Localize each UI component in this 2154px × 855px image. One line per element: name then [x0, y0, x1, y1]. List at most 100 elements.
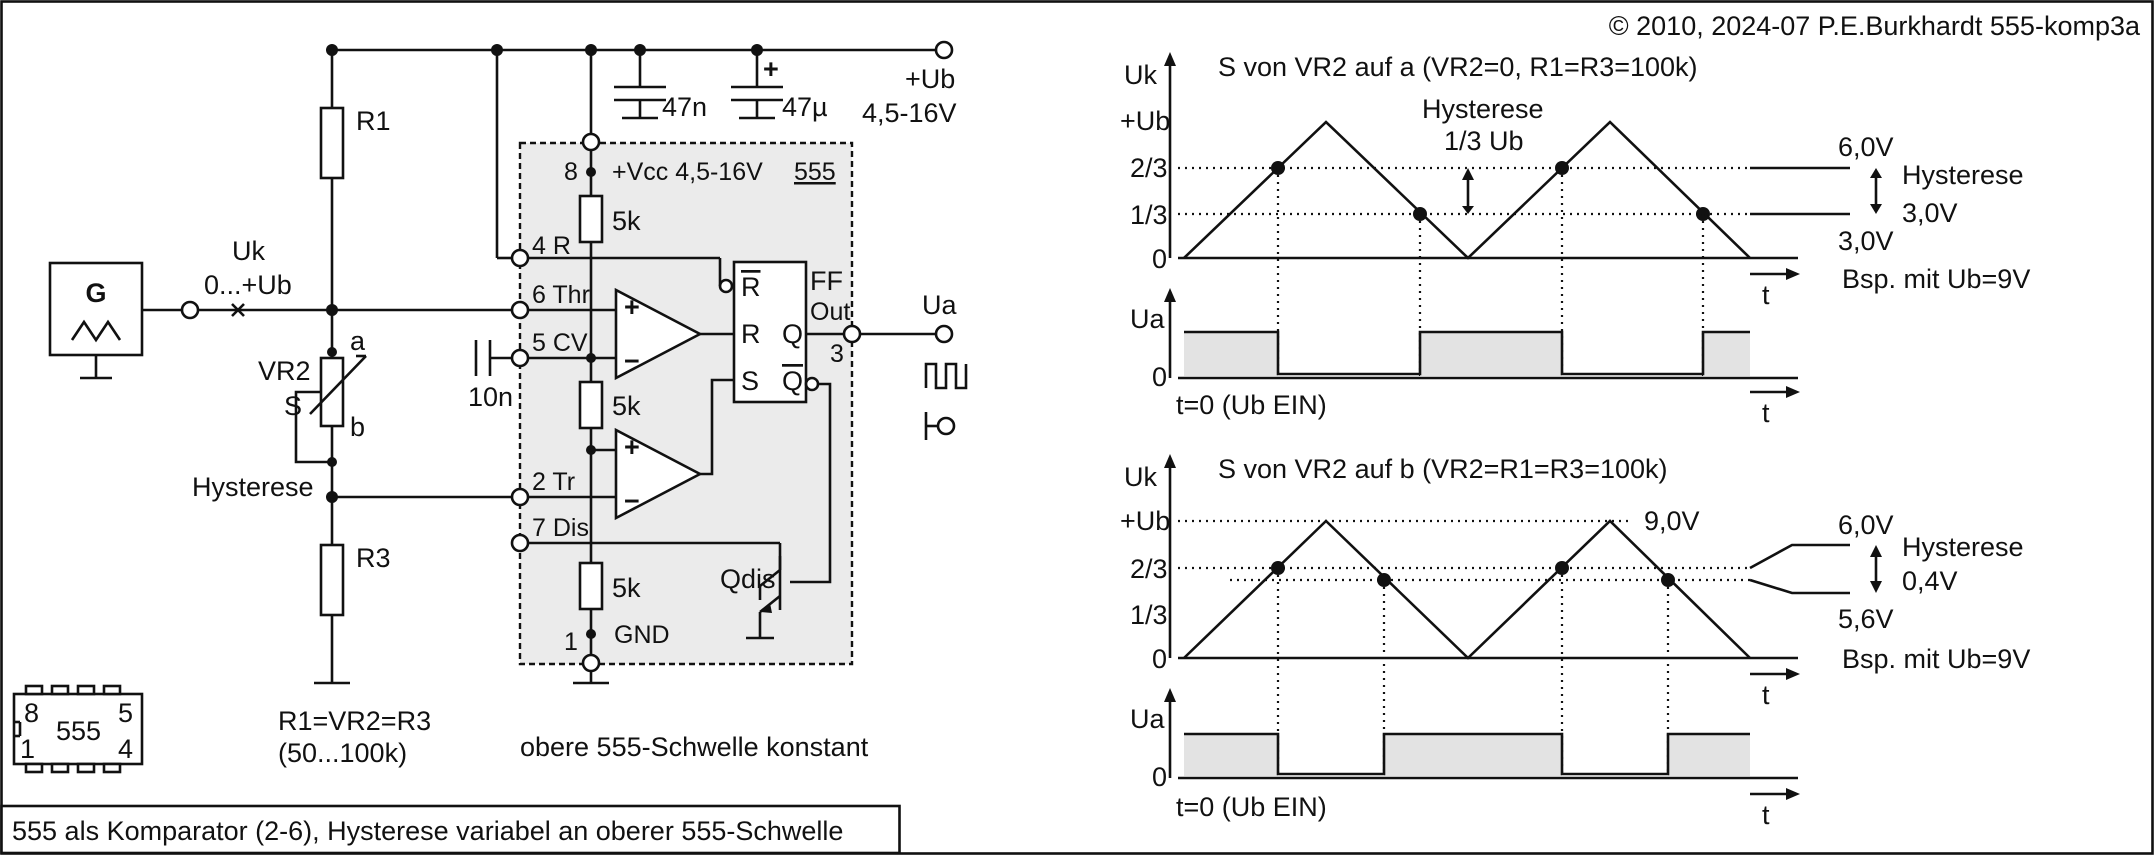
bottom-triangle-signal [1183, 519, 1751, 660]
qdis-label: Qdis [720, 564, 776, 594]
top-tick-2-3: 2/3 [1130, 153, 1168, 183]
pin1-label: 1 [564, 628, 578, 656]
vr2-pos-b: b [350, 412, 365, 442]
top-tick-1-3: 1/3 [1130, 200, 1168, 230]
copyright: © 2010, 2024-07 P.E.Burkhardt 555-komp3a [1609, 11, 2141, 41]
comp2-plus: + [624, 432, 640, 462]
uk-range: 0...+Ub [204, 270, 292, 300]
bottom-level-high: 6,0V [1838, 510, 1894, 540]
comparator-lower [614, 427, 703, 521]
top-level-low-2: 3,0V [1838, 226, 1894, 256]
threshold-note: obere 555-Schwelle konstant [520, 732, 869, 762]
c47u-plus: + [763, 54, 779, 84]
cut-mark-icon [231, 303, 245, 317]
top-right-hyst: Hysterese [1902, 160, 2024, 190]
top-t-label: t [1762, 280, 1770, 310]
bottom-tick-2-3: 2/3 [1130, 554, 1168, 584]
comp1-minus: − [624, 346, 640, 376]
ff-qbar-label: Q [782, 366, 803, 396]
wiper-wire [294, 390, 332, 464]
r5k-top-label: 5k [612, 206, 641, 236]
ff-label: FF [810, 266, 843, 296]
resistor-note-1: R1=VR2=R3 [278, 706, 431, 736]
top-output-signal [1184, 330, 1750, 376]
timing-plot-bottom: S von VR2 auf b (VR2=R1=R3=100k) Uk +Ub … [1120, 454, 2030, 830]
out-label: Out [810, 298, 850, 326]
ua-label: Ua [922, 290, 957, 320]
ic-name-label: 555 [794, 158, 836, 186]
bottom-right-hyst-value: 0,4V [1902, 566, 1958, 596]
top-ua-label: Ua [1130, 304, 1165, 334]
resistor-note-2: (50...100k) [278, 738, 407, 768]
top-example: Bsp. mit Ub=9V [1842, 264, 2030, 294]
c10n-label: 10n [468, 382, 513, 412]
top-tick-0: 0 [1152, 244, 1167, 274]
comp1-plus: + [624, 292, 640, 322]
flip-flop [732, 260, 808, 404]
top-y-axis-label: Uk [1124, 60, 1157, 90]
r5k-bot-label: 5k [612, 573, 641, 603]
top-hyst-label: Hysterese [1422, 94, 1544, 124]
pushbutton-icon [936, 416, 956, 436]
top-title: S von VR2 auf a (VR2=0, R1=R3=100k) [1218, 52, 1698, 82]
bottom-level-low: 5,6V [1838, 604, 1894, 634]
pin6-label: 6 Thr [532, 281, 590, 309]
pin8-label: 8 [564, 158, 578, 186]
bottom-output-signal [1184, 732, 1750, 776]
r3-label: R3 [356, 543, 391, 573]
pin5-label: 5 CV [532, 329, 588, 357]
vcc-label: +Vcc 4,5-16V [612, 158, 763, 186]
ub-range-label: 4,5-16V [862, 98, 957, 128]
ub-label: +Ub [905, 64, 955, 94]
generator-label: G [85, 278, 106, 308]
dip-chip-pinout: 8 1 555 5 4 [12, 684, 144, 774]
top-hyst-value: 1/3 Ub [1444, 126, 1524, 156]
c47u-label: 47µ [782, 92, 828, 122]
bottom-ua-zero: 0 [1152, 762, 1167, 792]
hysterese-node-label: Hysterese [192, 472, 314, 502]
chip-pin-8: 8 [24, 698, 39, 728]
r5k-mid-label: 5k [612, 391, 641, 421]
bottom-ua-label: Ua [1130, 704, 1165, 734]
uk-label: Uk [232, 236, 265, 266]
top-t-label-2: t [1762, 398, 1770, 428]
top-level-low: 3,0V [1902, 198, 1958, 228]
ff-rbar-label: R [741, 272, 761, 302]
top-ua-zero: 0 [1152, 362, 1167, 392]
ff-r-label: R [741, 319, 761, 349]
triangle-wave-icon [70, 319, 122, 343]
ub-terminal [934, 40, 954, 60]
circuit: +Ub 4,5-16V 47n + 47µ R1 G [12, 40, 968, 774]
chip-pin-5: 5 [118, 698, 133, 728]
r1-label: R1 [356, 106, 391, 136]
chip-name: 555 [56, 716, 101, 746]
top-tick-ub: +Ub [1120, 106, 1170, 136]
bottom-tick-ub: +Ub [1120, 506, 1170, 536]
comparator-upper [614, 287, 703, 381]
caption: 555 als Komparator (2-6), Hysterese vari… [12, 816, 843, 846]
chip-pin-1: 1 [20, 734, 35, 764]
top-t0-label: t=0 (Ub EIN) [1176, 390, 1327, 420]
ff-s-label: S [741, 366, 759, 396]
pin7-label: 7 Dis [532, 514, 589, 542]
bottom-title: S von VR2 auf b (VR2=R1=R3=100k) [1218, 454, 1668, 484]
vr2-pos-a: a [350, 326, 366, 356]
c47n-label: 47n [662, 92, 707, 122]
resistor-r1 [319, 106, 345, 180]
bottom-t0-label: t=0 (Ub EIN) [1176, 792, 1327, 822]
ff-q-label: Q [782, 319, 803, 349]
ic-555-block [518, 141, 854, 666]
pin1-terminal [581, 653, 601, 673]
square-wave-icon [924, 362, 968, 390]
wiper-label: S [284, 391, 302, 421]
output-terminal [934, 324, 954, 344]
bottom-peak-label: 9,0V [1644, 506, 1700, 536]
vr2-label: VR2 [258, 356, 311, 386]
caption-box [0, 804, 901, 855]
pin3-label: 3 [830, 340, 844, 368]
bottom-y-axis-label: Uk [1124, 462, 1157, 492]
pin2-label: 2 Tr [532, 468, 575, 496]
